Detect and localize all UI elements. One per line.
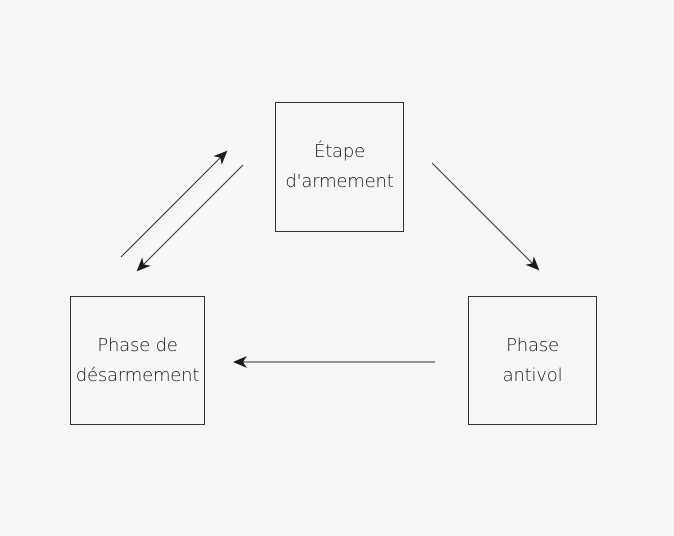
- node-disarming-label-line2: désarmement: [75, 364, 200, 386]
- arrow-disarming-to-arming: [120, 150, 228, 258]
- node-antitheft-phase: Phase antivol: [468, 296, 597, 425]
- arrow-arming-to-antitheft: [431, 162, 540, 271]
- node-arming-label-line1: Étape: [314, 141, 365, 162]
- node-antitheft-label-line2: antivol: [502, 364, 563, 386]
- arrow-arming-to-disarming: [136, 164, 244, 272]
- node-arming-stage: Étape d'armement: [275, 102, 404, 232]
- node-disarming-label-line1: Phase de: [97, 334, 178, 356]
- node-arming-label-line2: d'armement: [285, 171, 394, 192]
- node-antitheft-label-line1: Phase: [506, 334, 559, 356]
- node-disarming-phase: Phase de désarmement: [70, 296, 205, 425]
